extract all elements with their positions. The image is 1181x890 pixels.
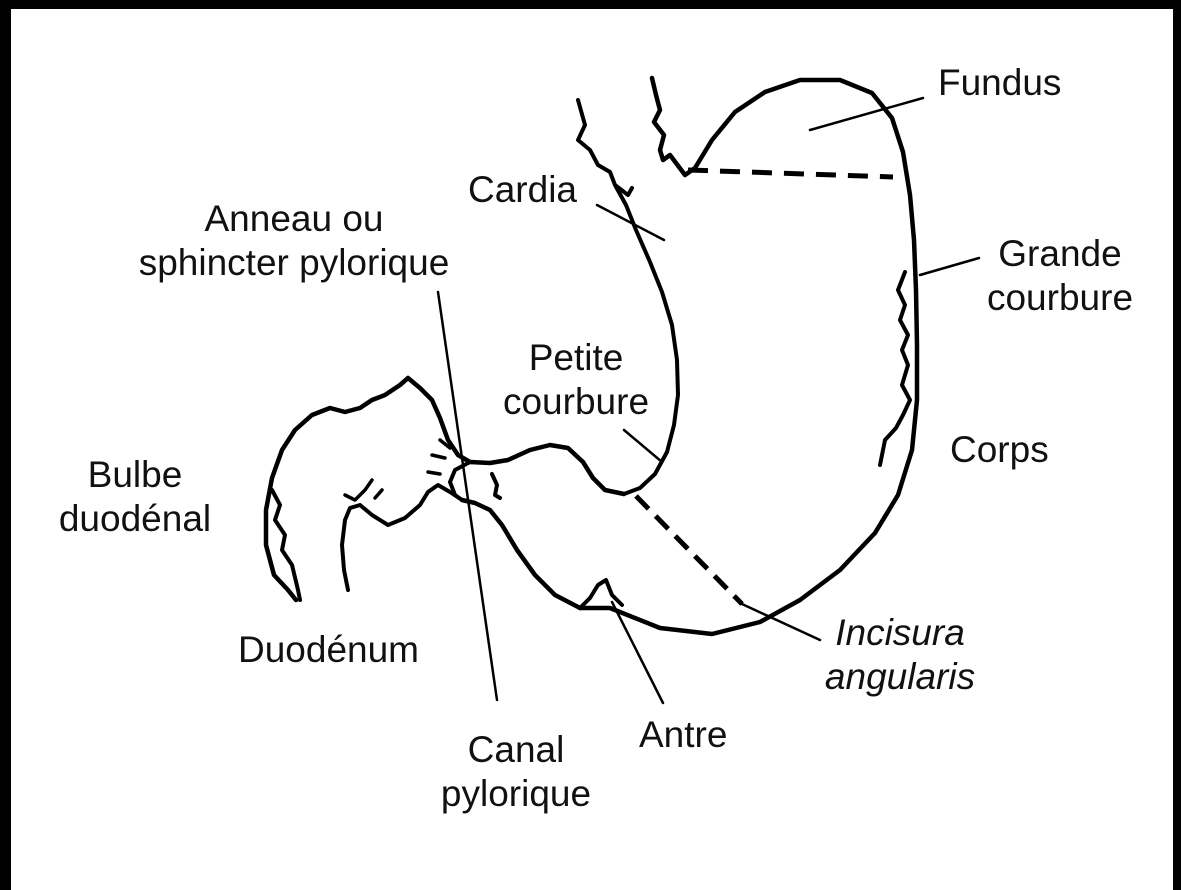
label-corps: Corps bbox=[950, 428, 1049, 472]
duodenal-bulb-outline bbox=[266, 378, 470, 600]
leader-petite-courbure bbox=[624, 430, 662, 462]
pylorus-twigs bbox=[428, 440, 450, 474]
label-canal-pylorique: Canal pylorique bbox=[426, 728, 606, 816]
label-bulbe-duodenal: Bulbe duodénal bbox=[40, 453, 230, 541]
duodenal-fold-branch bbox=[345, 480, 382, 500]
label-antre: Antre bbox=[639, 713, 727, 757]
label-incisura-angularis: Incisura angularis bbox=[810, 611, 990, 699]
antrum-lower-wall bbox=[462, 500, 580, 608]
leader-fundus bbox=[810, 98, 923, 130]
lesser-curvature bbox=[470, 445, 624, 494]
leader-grande-courbure bbox=[920, 258, 979, 275]
pylorus-small-fold bbox=[492, 474, 500, 498]
pylorus-knot bbox=[342, 462, 470, 590]
label-anneau-sphincter-pylorique: Anneau ou sphincter pylorique bbox=[119, 197, 469, 285]
fundus-boundary-dashed bbox=[688, 170, 893, 177]
incisura-boundary-dashed bbox=[636, 496, 742, 604]
label-duodenum: Duodénum bbox=[238, 628, 419, 672]
rugae-fold bbox=[880, 272, 910, 465]
label-fundus: Fundus bbox=[938, 61, 1061, 105]
leader-anneau bbox=[438, 292, 497, 700]
duodenal-fold-left bbox=[272, 490, 300, 600]
label-grande-courbure: Grande courbure bbox=[980, 232, 1140, 320]
label-petite-courbure: Petite courbure bbox=[496, 336, 656, 424]
label-cardia: Cardia bbox=[468, 168, 577, 212]
leader-cardia bbox=[597, 205, 664, 240]
antrum-fold bbox=[580, 580, 622, 608]
